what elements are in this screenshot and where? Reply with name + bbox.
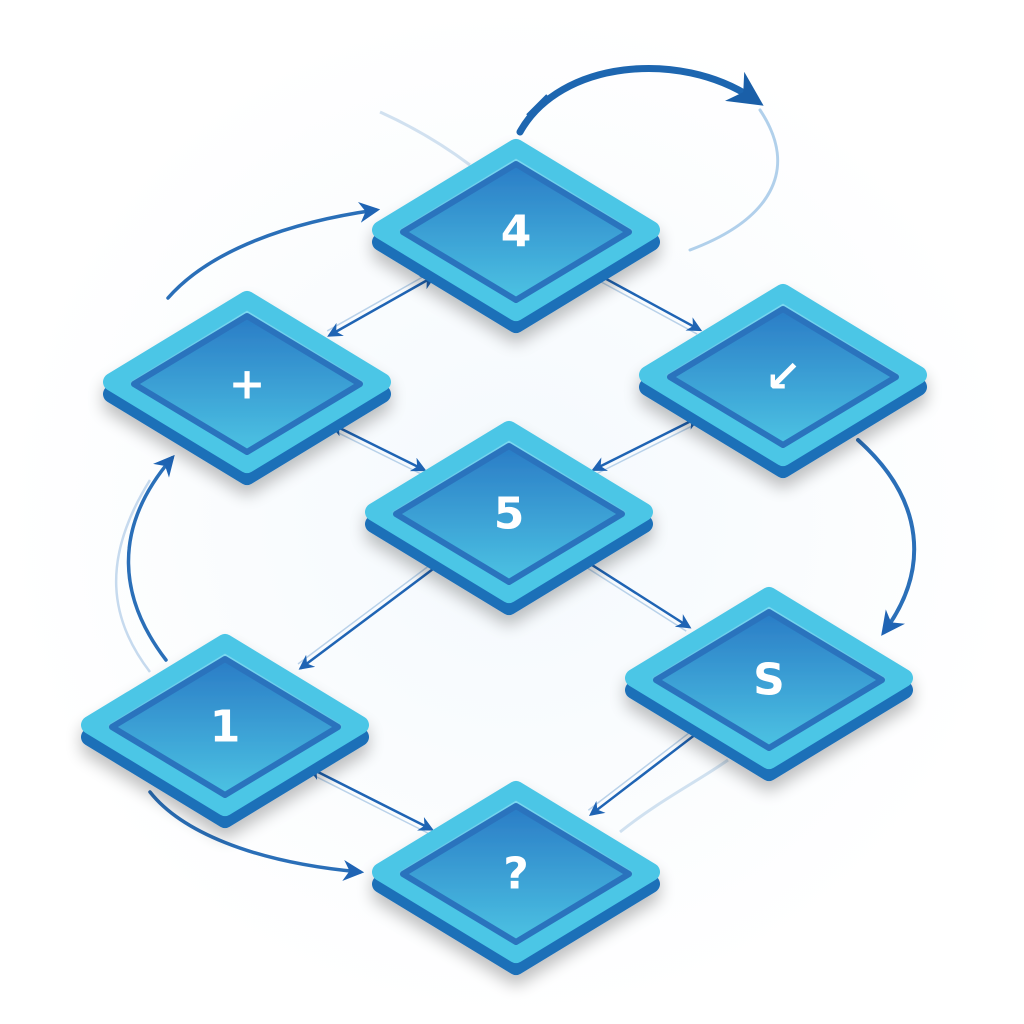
edges-layer bbox=[297, 271, 703, 835]
nodes-layer: 4 + ↙ 5 1 S? bbox=[81, 139, 927, 975]
node-tile-center[interactable]: 5 bbox=[365, 421, 653, 615]
node-label-center: 5 bbox=[494, 489, 525, 540]
top-right-faint-swoop-icon bbox=[688, 108, 779, 252]
edge-arrow-upper-left-to-center bbox=[329, 422, 427, 472]
node-face-upper-right bbox=[667, 306, 899, 448]
right-arc-curved-arrow-icon bbox=[856, 438, 917, 636]
node-label-upper-left: + bbox=[229, 359, 266, 410]
edge-arrow-lower-right-to-bottom bbox=[589, 734, 695, 817]
node-label-top: 4 bbox=[501, 207, 532, 258]
node-face-bottom bbox=[400, 803, 632, 945]
edge-arrow-lower-left-to-bottom bbox=[307, 766, 434, 831]
node-face-lower-right bbox=[653, 609, 885, 751]
top-loop-curved-arrow-icon bbox=[516, 65, 764, 136]
edge-arrow-center-to-lower-left bbox=[298, 567, 435, 670]
edge-shadow-5 bbox=[585, 566, 687, 632]
node-tile-bottom[interactable]: ? bbox=[372, 781, 660, 975]
node-label-upper-right: ↙ bbox=[765, 352, 802, 403]
node-face-lower-left bbox=[109, 656, 341, 798]
node-face-upper-left bbox=[131, 313, 363, 455]
edge-arrow-center-to-lower-right bbox=[587, 561, 692, 629]
node-tile-upper-left[interactable]: + bbox=[103, 291, 391, 485]
node-tile-lower-right[interactable]: S bbox=[625, 587, 913, 781]
left-arc-faint-icon bbox=[114, 479, 152, 673]
node-face-top bbox=[400, 161, 632, 303]
edge-shadow-2 bbox=[329, 428, 423, 475]
upper-left-to-top-curved-arrow-icon bbox=[166, 201, 381, 300]
edge-shadow-1 bbox=[596, 279, 698, 335]
curves-layer bbox=[114, 65, 917, 881]
edge-shadow-0 bbox=[326, 271, 432, 332]
bottom-right-faint-line-icon bbox=[619, 758, 729, 834]
node-label-lower-left: 1 bbox=[210, 702, 241, 753]
left-arc-curved-arrow-icon bbox=[126, 454, 175, 662]
node-label-bottom: ? bbox=[503, 849, 529, 900]
node-tile-lower-left[interactable]: 1 bbox=[81, 634, 369, 828]
node-label-lower-right: S bbox=[753, 655, 785, 706]
edge-arrow-top-to-upper-right bbox=[598, 274, 703, 332]
top-loop-tail-curved-arrow-icon bbox=[526, 94, 550, 118]
edge-arrow-top-to-upper-left bbox=[327, 275, 436, 337]
bottom-left-swoop-curved-arrow-icon bbox=[148, 790, 365, 881]
edge-shadow-3 bbox=[595, 421, 701, 475]
edge-shadow-6 bbox=[307, 771, 430, 835]
edge-shadow-4 bbox=[297, 564, 431, 665]
edge-arrow-center-to-upper-right bbox=[591, 416, 701, 471]
top-left-faint-swoop-icon bbox=[379, 110, 471, 167]
node-face-center bbox=[393, 443, 625, 585]
node-tile-top[interactable]: 4 bbox=[372, 139, 660, 333]
node-tile-upper-right[interactable]: ↙ bbox=[639, 284, 927, 478]
edge-shadow-7 bbox=[587, 731, 692, 811]
